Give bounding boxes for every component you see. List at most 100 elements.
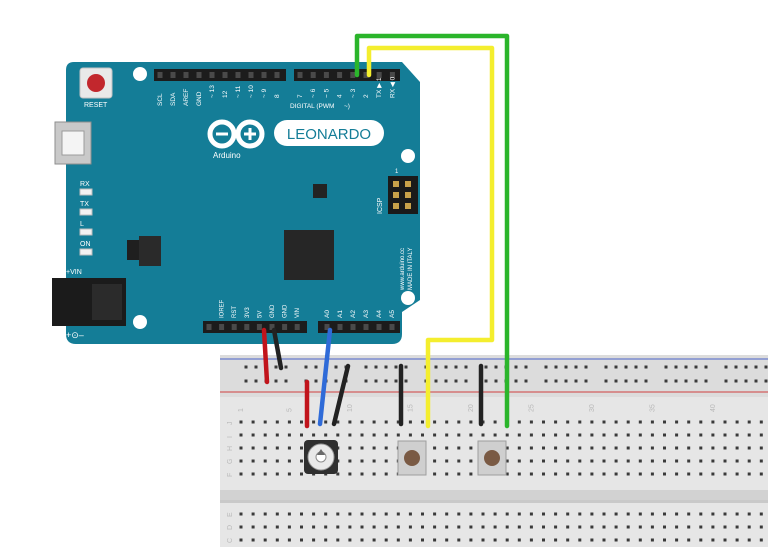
rail-hole — [634, 365, 638, 369]
icsp-pin[interactable] — [393, 181, 399, 187]
header-pin[interactable] — [294, 324, 300, 330]
terminal-hole — [566, 525, 570, 529]
header-pin[interactable] — [337, 72, 343, 78]
header-pin[interactable] — [244, 324, 250, 330]
header-pin[interactable] — [310, 72, 316, 78]
terminal-hole — [517, 538, 521, 542]
green-wire-pin3[interactable] — [354, 33, 510, 429]
led-label: ON — [80, 241, 91, 248]
header-pin[interactable] — [323, 72, 329, 78]
header-pin[interactable] — [157, 72, 163, 78]
terminal-hole — [554, 538, 558, 542]
header-pin[interactable] — [231, 324, 237, 330]
top-pin-label: 2 — [363, 94, 370, 98]
terminal-hole — [336, 538, 340, 542]
header-pin[interactable] — [209, 72, 215, 78]
terminal-hole — [566, 512, 570, 516]
header-pin[interactable] — [196, 72, 202, 78]
terminal-hole — [239, 525, 243, 529]
red-wire-5v[interactable] — [261, 327, 270, 385]
terminal-hole — [421, 512, 424, 516]
column-number: 35 — [649, 404, 656, 412]
terminal-hole — [626, 525, 630, 529]
terminal-hole — [251, 459, 255, 463]
header-pin[interactable] — [350, 324, 356, 330]
rail-hole — [674, 365, 678, 369]
rail-hole — [244, 365, 248, 369]
icsp-pin[interactable] — [405, 181, 411, 187]
terminal-hole — [663, 433, 666, 437]
header-pin[interactable] — [350, 72, 356, 78]
header-pin[interactable] — [206, 324, 212, 330]
pushbutton-2[interactable] — [477, 440, 507, 476]
header-pin[interactable] — [389, 72, 395, 78]
terminal-hole — [650, 459, 654, 463]
terminal-hole — [517, 525, 521, 529]
terminal-hole — [699, 459, 703, 463]
power-pin-label: 5V — [257, 311, 263, 318]
icsp-pin[interactable] — [393, 203, 399, 209]
header-pin[interactable] — [170, 72, 176, 78]
analog-pin-label: A3 — [363, 310, 370, 318]
header-pin[interactable] — [248, 72, 254, 78]
header-pin[interactable] — [337, 324, 343, 330]
terminal-hole — [469, 472, 473, 476]
terminal-hole — [638, 525, 642, 529]
terminal-hole — [445, 446, 449, 450]
yellow-wire-pin2[interactable] — [366, 45, 495, 429]
header-pin[interactable] — [222, 72, 228, 78]
black-wire-pot[interactable] — [331, 363, 351, 427]
header-pin[interactable] — [297, 72, 303, 78]
header-pin[interactable] — [324, 324, 330, 330]
header-pin[interactable] — [376, 324, 382, 330]
terminal-hole — [384, 538, 388, 542]
terminal-hole — [517, 446, 521, 450]
header-pin[interactable] — [219, 324, 225, 330]
terminal-hole — [602, 459, 606, 463]
terminal-hole — [747, 446, 751, 450]
terminal-hole — [251, 433, 255, 437]
header-pin[interactable] — [256, 324, 262, 330]
header-pin[interactable] — [235, 72, 241, 78]
header-pin[interactable] — [282, 324, 288, 330]
terminal-hole — [675, 538, 679, 542]
terminal-hole — [687, 420, 691, 424]
top-pin-label: ~ 3 — [350, 88, 357, 98]
terminal-hole — [348, 459, 352, 463]
column-number: 20 — [468, 404, 475, 412]
header-pin[interactable] — [363, 72, 369, 78]
top-pin-label: ~ 13 — [209, 85, 216, 98]
header-pin[interactable] — [274, 72, 280, 78]
terminal-hole — [711, 472, 715, 476]
column-number: 30 — [589, 404, 596, 412]
arduino-logo: Arduino — [207, 119, 265, 160]
rail-hole — [744, 379, 748, 383]
terminal-hole — [505, 512, 509, 516]
rail-hole — [694, 365, 698, 369]
terminal-hole — [445, 420, 449, 424]
terminal-hole — [493, 538, 497, 542]
terminal-hole — [529, 433, 533, 437]
header-pin[interactable] — [376, 72, 382, 78]
top-pin-label: AREF — [183, 89, 190, 106]
header-pin[interactable] — [269, 324, 275, 330]
icsp-pin[interactable] — [405, 203, 411, 209]
header-pin[interactable] — [183, 72, 189, 78]
pushbutton-1[interactable] — [397, 440, 427, 476]
rail-hole — [494, 379, 498, 383]
terminal-hole — [663, 420, 666, 424]
blue-wire-a0[interactable] — [317, 327, 333, 427]
potentiometer[interactable] — [304, 440, 338, 474]
icsp-pin[interactable] — [405, 192, 411, 198]
terminal-hole — [263, 525, 267, 529]
header-pin[interactable] — [389, 324, 395, 330]
terminal-hole — [554, 512, 558, 516]
row-letter: E — [227, 512, 234, 517]
black-wire-gnd[interactable] — [271, 327, 284, 371]
mount-hole — [133, 315, 147, 329]
header-pin[interactable] — [261, 72, 267, 78]
icsp-pin[interactable] — [393, 192, 399, 198]
header-pin[interactable] — [363, 324, 369, 330]
terminal-hole — [602, 472, 606, 476]
